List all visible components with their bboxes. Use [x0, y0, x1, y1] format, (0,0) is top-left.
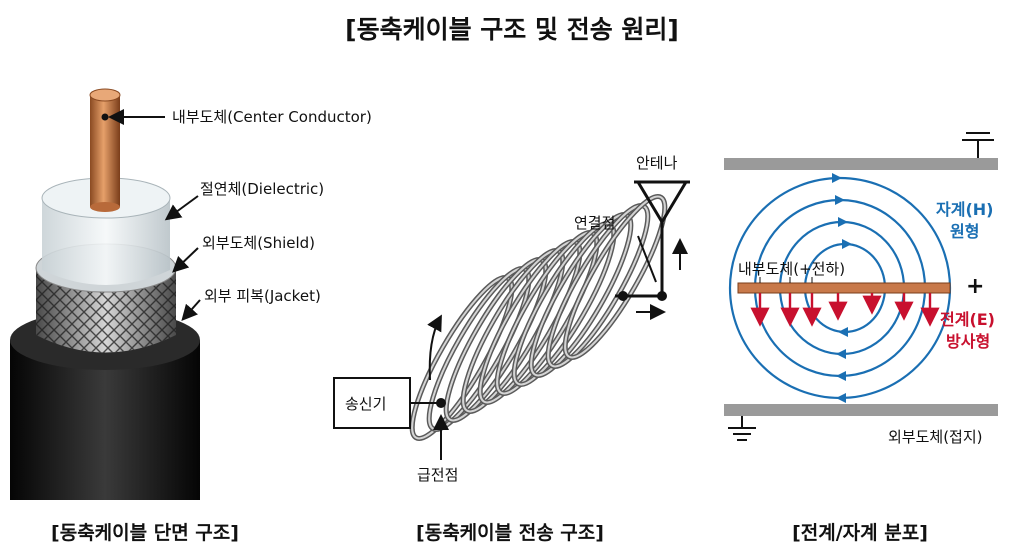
- label-shield: 외부도체(Shield): [202, 234, 316, 252]
- coil-turn-highlight: [564, 195, 666, 359]
- magnetic-field-arrowheads: [832, 173, 852, 403]
- label-transmitter: 송신기: [345, 395, 387, 413]
- jacket-body: [10, 340, 200, 500]
- center-conductor: [90, 95, 120, 207]
- coil-drawing: [409, 194, 668, 441]
- feed-point-dot: [436, 398, 446, 408]
- label-center-conductor: 내부도체(Center Conductor): [172, 108, 372, 126]
- label-feed-point: 급전점: [417, 466, 459, 484]
- coax-cable-drawing: [10, 88, 201, 500]
- label-jacket: 외부 피복(Jacket): [204, 287, 321, 305]
- label-antenna: 안테나: [636, 154, 678, 172]
- label-dielectric: 절연체(Dielectric): [200, 180, 325, 198]
- label-outer-conductor: 외부도체(접지): [888, 428, 983, 446]
- label-h-field-1: 자계(H): [936, 200, 994, 219]
- electric-field-arrows: [750, 293, 940, 327]
- junction-dot-left: [618, 291, 628, 301]
- caption-field: [전계/자계 분포]: [792, 522, 928, 544]
- label-plus: +: [966, 274, 985, 299]
- dielectric-body: [42, 198, 170, 285]
- field-drawing: [724, 132, 998, 441]
- antenna-head: [636, 181, 688, 225]
- top-plate: [724, 158, 998, 170]
- page-title: [동축케이블 구조 및 전송 원리]: [345, 15, 679, 44]
- label-h-field-2: 원형: [950, 222, 980, 241]
- label-junction: 연결점: [574, 214, 616, 232]
- caption-transmission: [동축케이블 전송 구조]: [416, 522, 604, 544]
- inner-conductor-bar: [737, 282, 951, 294]
- label-inner-conductor: 내부도체(+전하): [738, 260, 846, 278]
- label-e-field-2: 방사형: [946, 332, 991, 351]
- caption-cross-section: [동축케이블 단면 구조]: [51, 522, 239, 544]
- bottom-plate: [724, 404, 998, 416]
- label-e-field-1: 전계(E): [940, 310, 995, 329]
- transmission-connectors: [333, 180, 690, 460]
